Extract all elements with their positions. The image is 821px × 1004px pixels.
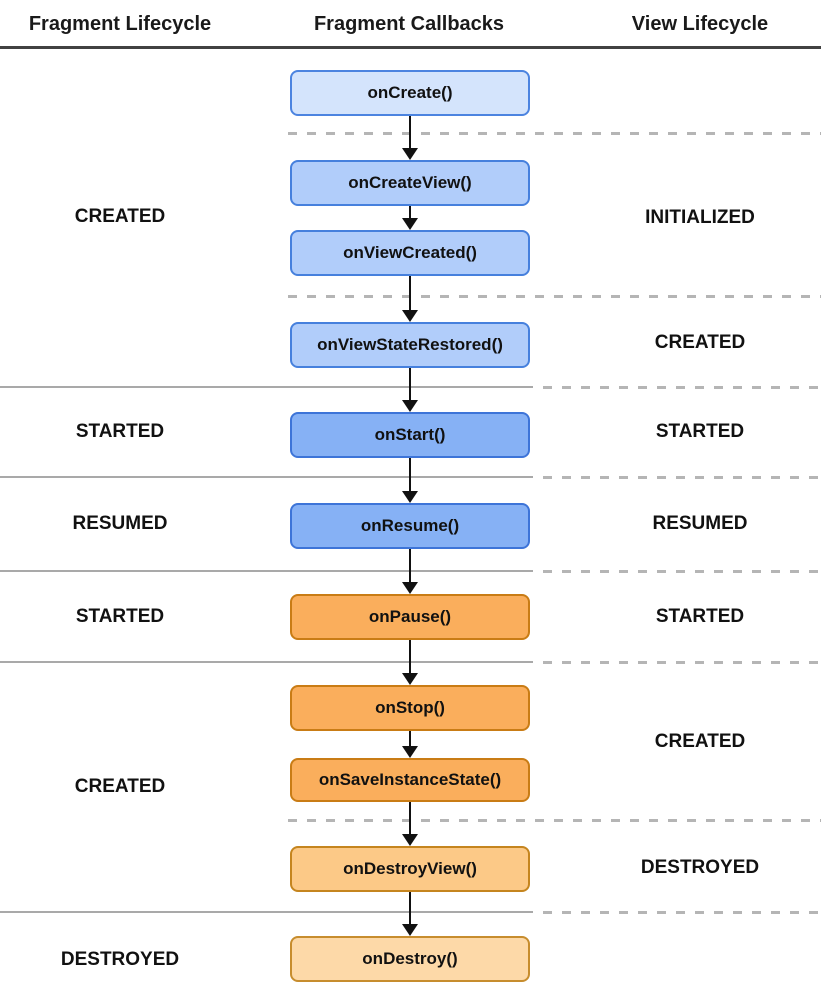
view-separator-dashed-line (543, 386, 821, 389)
callback-box-oncreateview: onCreateView() (290, 160, 530, 206)
callback-box-ondestroyview: onDestroyView() (290, 846, 530, 892)
fragment-state-destroyed: DESTROYED (60, 949, 180, 970)
callback-label: onStop() (375, 698, 445, 717)
fragment-separator-line (0, 570, 533, 572)
callback-label: onDestroy() (362, 949, 458, 968)
view-separator-dashed-line (288, 132, 821, 135)
callback-box-onstop: onStop() (290, 685, 530, 731)
callback-label: onViewCreated() (343, 243, 477, 262)
view-state-started-2: STARTED (655, 606, 745, 627)
callback-label: onStart() (374, 425, 446, 444)
column-header-fragment-lifecycle: Fragment Lifecycle (28, 13, 212, 35)
flow-arrow-head (402, 491, 418, 503)
flow-arrow-shaft (409, 640, 411, 674)
view-separator-dashed-line (543, 911, 821, 914)
view-state-initialized: INITIALIZED (645, 207, 755, 228)
view-separator-dashed-line (543, 570, 821, 573)
fragment-separator-line (0, 476, 533, 478)
flow-arrow-shaft (409, 549, 411, 583)
view-state-started: STARTED (655, 421, 745, 442)
callback-box-onviewstaterestored: onViewStateRestored() (290, 322, 530, 368)
fragment-state-resumed: RESUMED (72, 513, 168, 534)
callback-box-onsaveinstancestate: onSaveInstanceState() (290, 758, 530, 802)
callback-box-onresume: onResume() (290, 503, 530, 549)
callback-label: onPause() (368, 607, 452, 626)
flow-arrow-head (402, 218, 418, 230)
fragment-separator-line (0, 911, 533, 913)
flow-arrow-shaft (409, 731, 411, 747)
flow-arrow-head (402, 673, 418, 685)
view-state-resumed: RESUMED (652, 513, 748, 534)
callback-label: onCreate() (367, 83, 453, 102)
view-state-created-2: CREATED (654, 731, 746, 752)
callback-label: onResume() (360, 516, 460, 535)
callback-box-oncreate: onCreate() (290, 70, 530, 116)
flow-arrow-head (402, 746, 418, 758)
flow-arrow-shaft (409, 368, 411, 401)
fragment-state-started-2: STARTED (75, 606, 165, 627)
callback-label: onViewStateRestored() (317, 335, 503, 354)
fragment-state-created: CREATED (74, 206, 166, 227)
column-header-fragment-callbacks: Fragment Callbacks (313, 13, 505, 35)
fragment-state-created-2: CREATED (74, 776, 166, 797)
callback-label: onDestroyView() (343, 859, 477, 878)
view-state-destroyed: DESTROYED (640, 857, 760, 878)
column-header-view-lifecycle: View Lifecycle (631, 13, 769, 35)
view-state-created: CREATED (654, 332, 746, 353)
callback-box-onviewcreated: onViewCreated() (290, 230, 530, 276)
flow-arrow-head (402, 582, 418, 594)
view-separator-dashed-line (543, 661, 821, 664)
flow-arrow-head (402, 400, 418, 412)
flow-arrow-head (402, 834, 418, 846)
flow-arrow-shaft (409, 276, 411, 311)
flow-arrow-shaft (409, 892, 411, 925)
flow-arrow-shaft (409, 116, 411, 149)
fragment-state-started: STARTED (75, 421, 165, 442)
view-separator-dashed-line (543, 476, 821, 479)
flow-arrow-head (402, 924, 418, 936)
fragment-separator-line (0, 661, 533, 663)
flow-arrow-head (402, 310, 418, 322)
callback-box-ondestroy: onDestroy() (290, 936, 530, 982)
view-separator-dashed-line (288, 295, 821, 298)
callback-box-onpause: onPause() (290, 594, 530, 640)
header-divider-line (0, 46, 821, 49)
flow-arrow-shaft (409, 458, 411, 492)
view-separator-dashed-line (288, 819, 821, 822)
flow-arrow-shaft (409, 206, 411, 219)
callback-box-onstart: onStart() (290, 412, 530, 458)
fragment-separator-line (0, 386, 533, 388)
flow-arrow-shaft (409, 802, 411, 835)
callback-label: onCreateView() (348, 173, 472, 192)
callback-label: onSaveInstanceState() (318, 770, 502, 789)
flow-arrow-head (402, 148, 418, 160)
